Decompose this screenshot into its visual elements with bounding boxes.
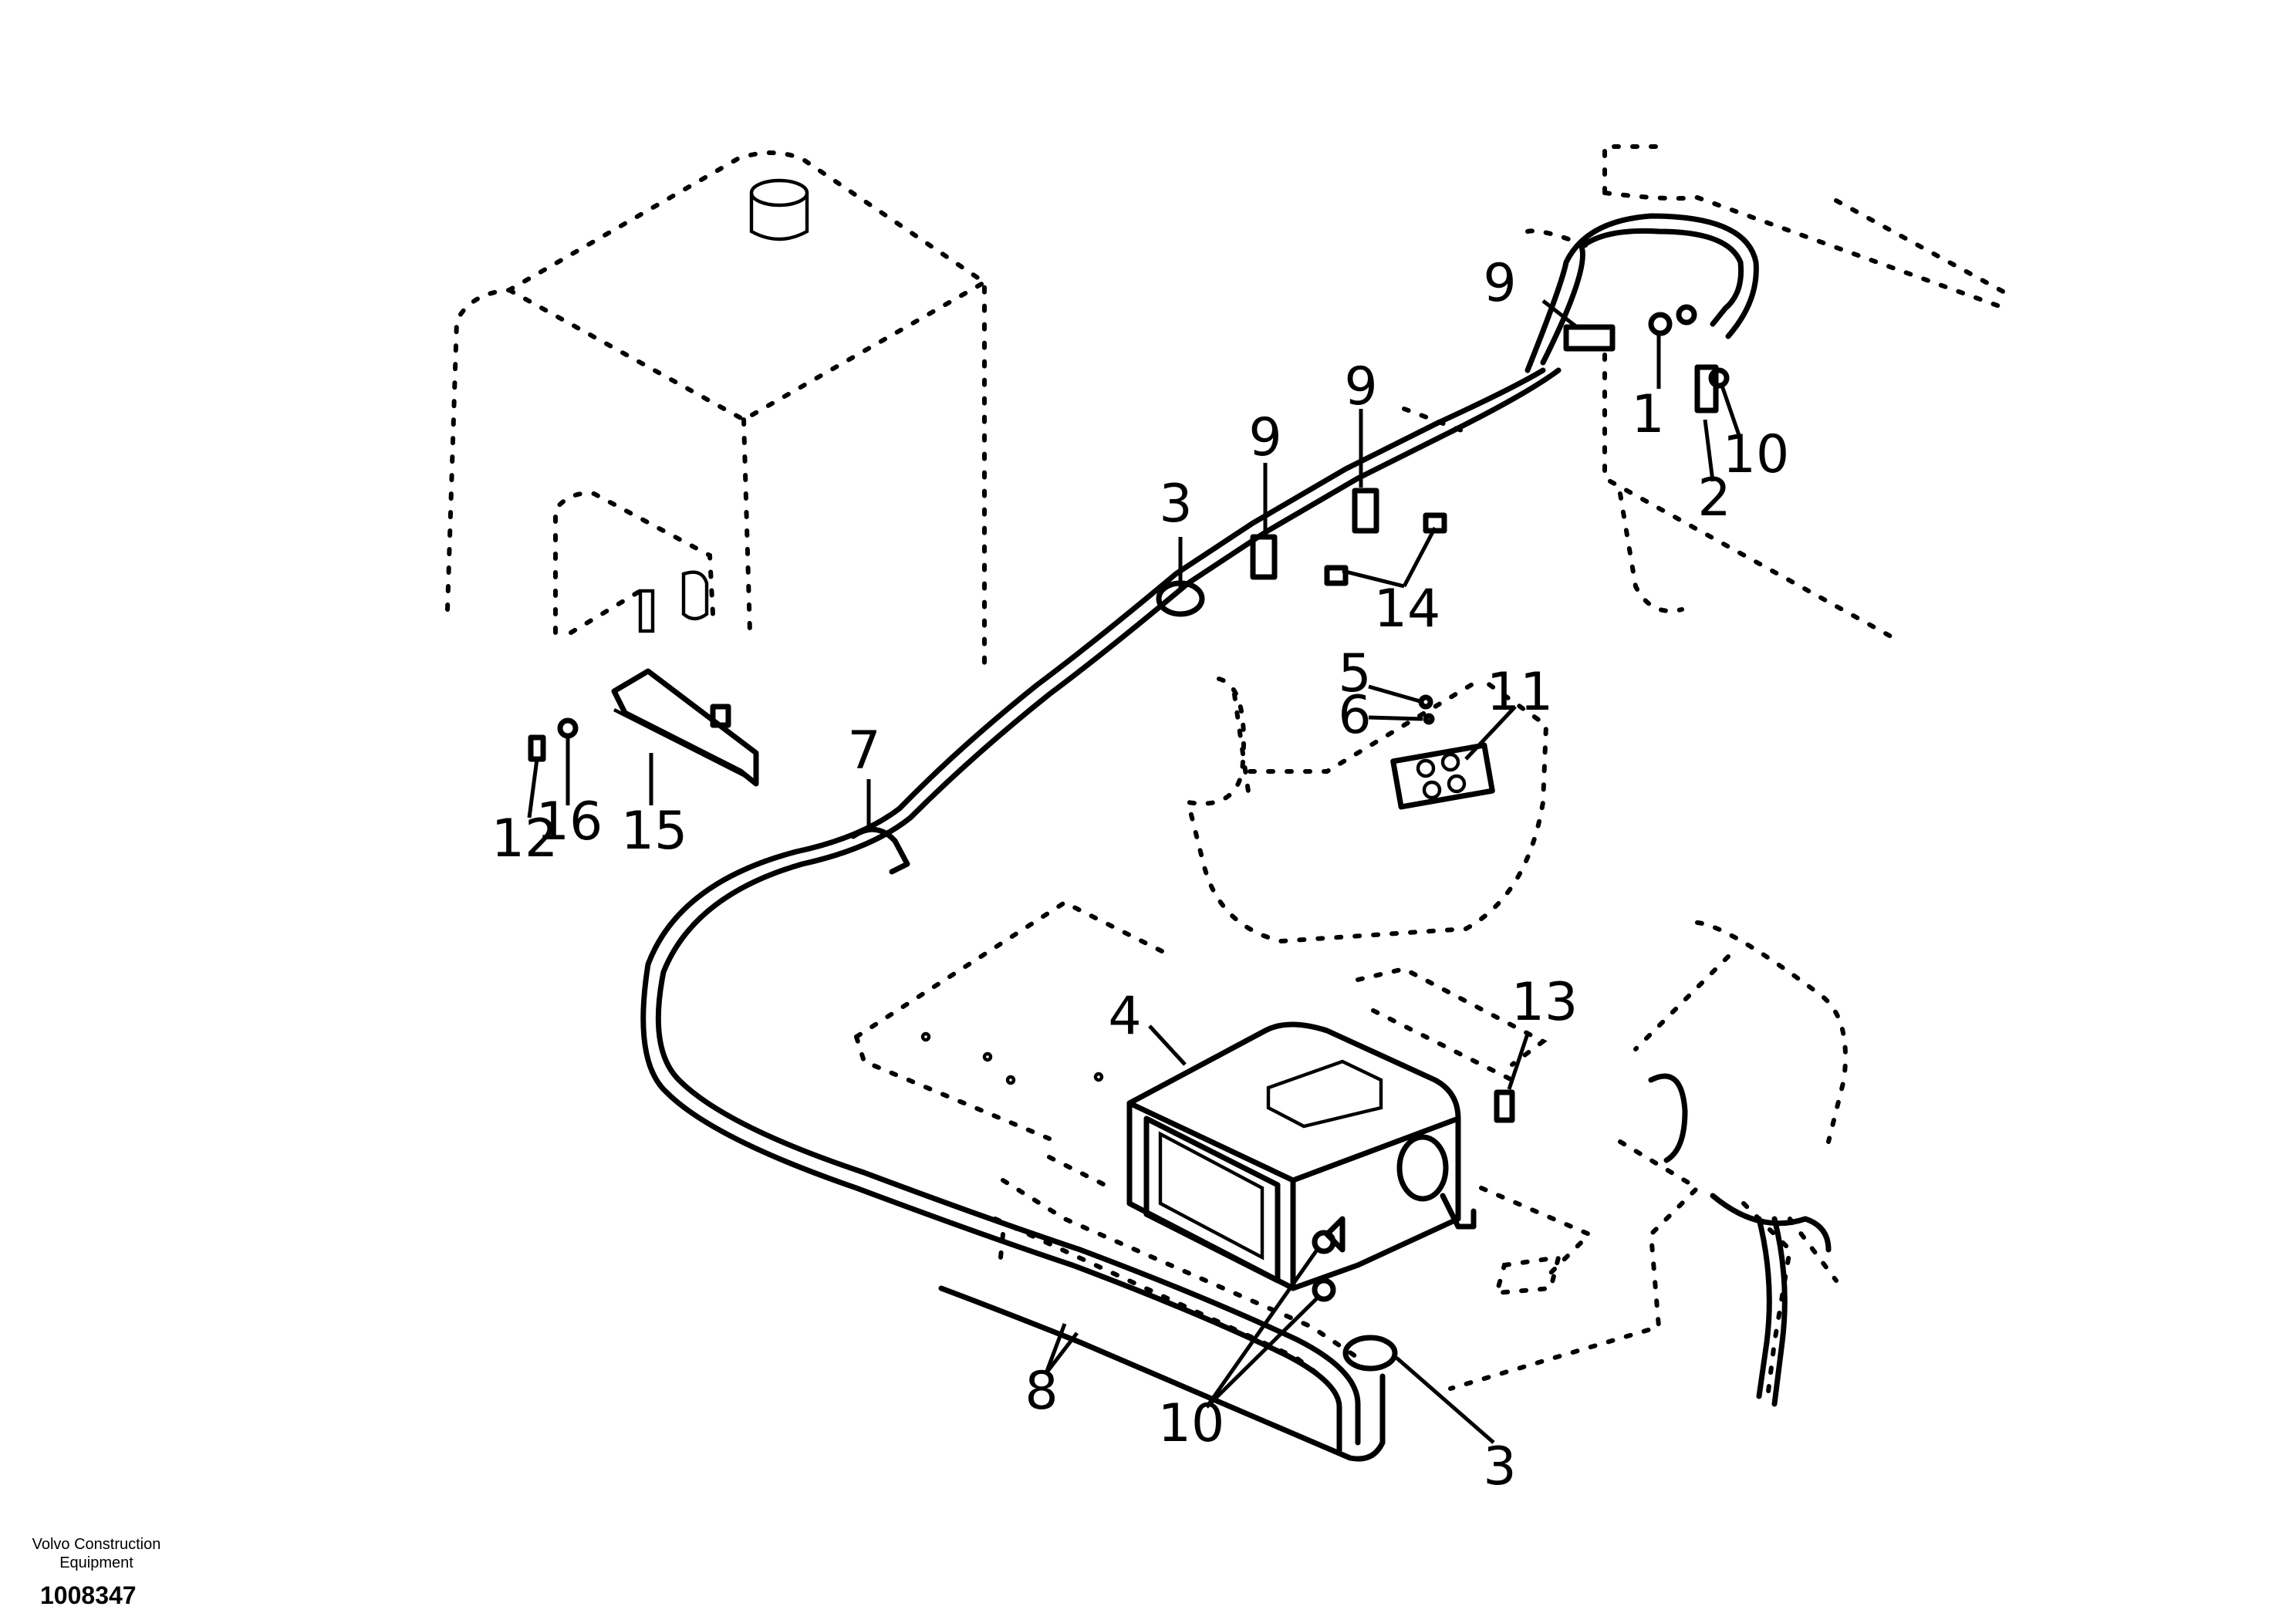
callout-3b: 3 <box>1483 1436 1516 1497</box>
heater-unit <box>1126 1021 1477 1291</box>
hose-assembly <box>640 213 1759 1462</box>
callout-13: 13 <box>1511 972 1578 1033</box>
callout-9c: 9 <box>1248 407 1281 468</box>
callout-9b: 9 <box>1344 356 1377 417</box>
callout-4: 4 <box>1108 986 1141 1047</box>
callout-14: 14 <box>1374 579 1441 640</box>
console-outline <box>1184 677 1549 944</box>
maker-name-line2: Equipment <box>59 1554 133 1571</box>
callout-11: 11 <box>1487 662 1554 723</box>
callout-1: 1 <box>1631 384 1664 445</box>
floor-plate-outline <box>854 899 1175 1141</box>
callout-6: 6 <box>1338 685 1371 746</box>
callout-3a: 3 <box>1159 474 1192 535</box>
maker-name-line1: Volvo Construction <box>32 1536 161 1553</box>
callout-12: 12 <box>491 808 559 869</box>
diagram-footer: Volvo Construction Equipment 1008347 <box>0 1535 193 1610</box>
callout-10a: 10 <box>1723 424 1790 485</box>
callout-8: 8 <box>1025 1361 1058 1422</box>
callout-15: 15 <box>621 801 688 862</box>
callout-7: 7 <box>847 721 880 781</box>
callout-10b: 10 <box>1158 1393 1225 1454</box>
leader-lines <box>527 299 1743 1444</box>
bracket <box>611 668 759 787</box>
callout-labels: 1 2 3 3 4 5 6 7 8 9 9 9 10 10 11 12 13 1… <box>491 253 1790 1497</box>
callout-9a: 9 <box>1483 253 1516 314</box>
callout-5: 5 <box>1338 643 1371 704</box>
callout-16: 16 <box>536 791 603 852</box>
document-number: 1008347 <box>40 1581 137 1609</box>
lower-right-hose <box>1648 1073 1832 1407</box>
callout-2: 2 <box>1697 467 1730 528</box>
fuel-tank-outline <box>445 150 987 666</box>
fittings-and-bolts <box>528 304 1730 1302</box>
